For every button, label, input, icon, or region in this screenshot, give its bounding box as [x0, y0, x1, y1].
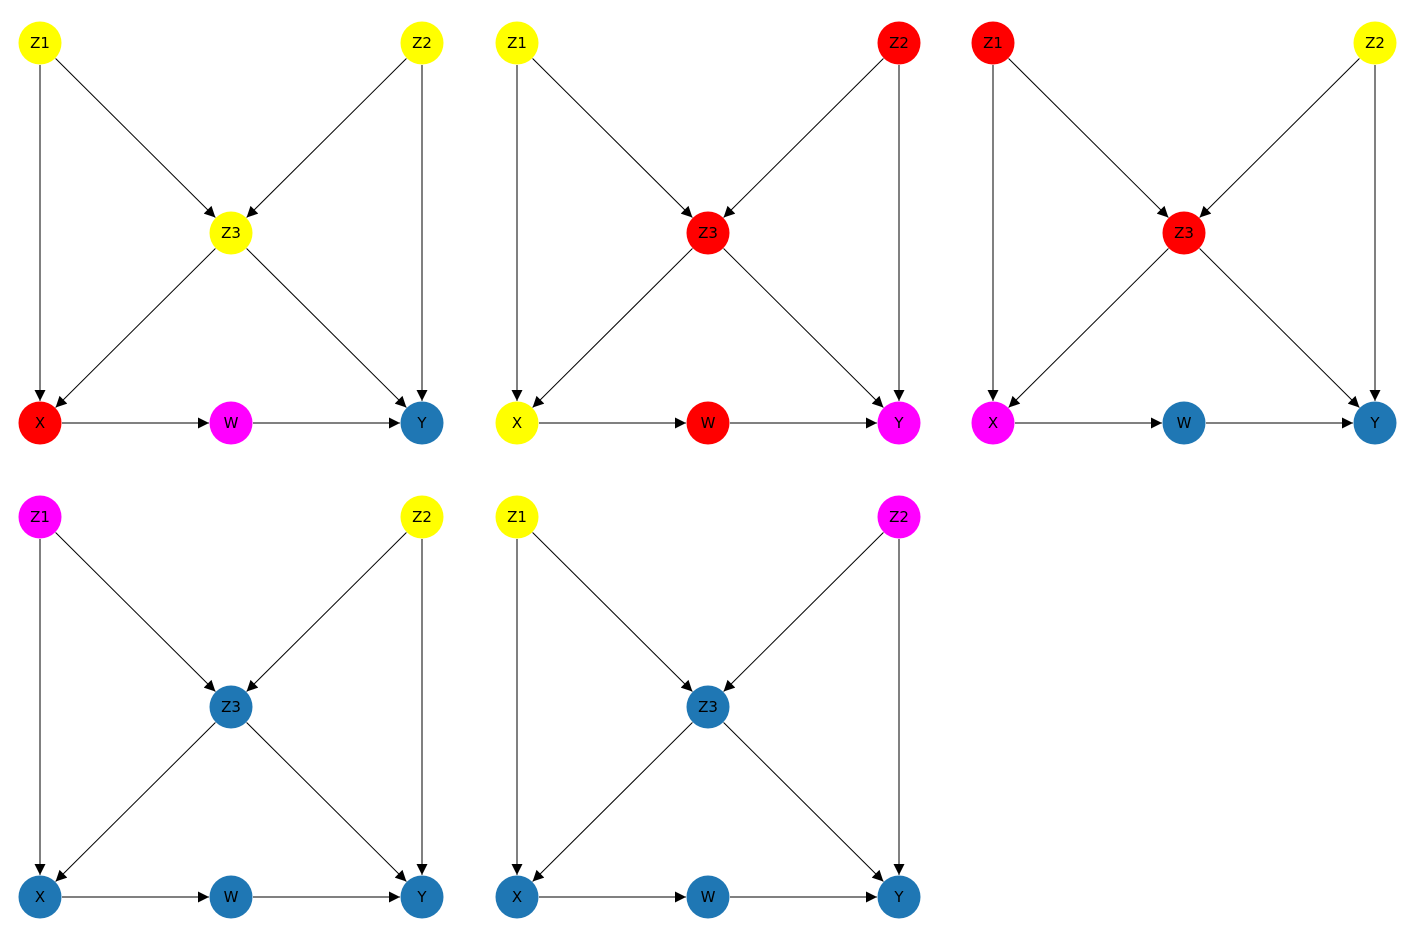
node-label-X: X	[988, 414, 998, 432]
node-Y	[400, 401, 444, 445]
node-W	[209, 875, 253, 919]
node-label-Y: Y	[893, 888, 904, 906]
node-label-W: W	[1177, 414, 1192, 432]
node-W	[1162, 401, 1206, 445]
node-Z3	[686, 211, 730, 255]
node-Z1	[971, 21, 1015, 65]
node-label-Z1: Z1	[507, 34, 527, 52]
node-label-Z3: Z3	[1174, 224, 1194, 242]
node-Z1	[495, 495, 539, 539]
edge-Z1-Z3	[55, 58, 216, 218]
edge-Z3-X	[1008, 248, 1169, 408]
node-W	[686, 875, 730, 919]
node-label-W: W	[224, 888, 239, 906]
node-label-Z1: Z1	[983, 34, 1003, 52]
node-Z3	[686, 685, 730, 729]
node-label-W: W	[701, 888, 716, 906]
node-X	[971, 401, 1015, 445]
edge-Z2-Z3	[246, 58, 407, 218]
node-Z2	[877, 495, 921, 539]
node-label-Y: Y	[1369, 414, 1380, 432]
node-label-Z3: Z3	[698, 224, 718, 242]
edge-Z3-Y	[723, 722, 884, 882]
node-label-W: W	[701, 414, 716, 432]
edge-Z3-Y	[246, 722, 407, 882]
edge-Z3-X	[55, 248, 216, 408]
node-Y	[400, 875, 444, 919]
node-Y	[877, 875, 921, 919]
node-X	[495, 401, 539, 445]
edge-Z1-Z3	[532, 58, 693, 218]
edge-Z1-Z3	[532, 532, 693, 692]
node-Z1	[495, 21, 539, 65]
edge-Z1-Z3	[55, 532, 216, 692]
node-label-Z3: Z3	[221, 698, 241, 716]
edge-Z3-X	[532, 248, 693, 408]
node-Z2	[400, 495, 444, 539]
node-label-Z2: Z2	[412, 508, 432, 526]
node-label-Z2: Z2	[889, 508, 909, 526]
node-Z2	[400, 21, 444, 65]
edge-Z3-Y	[723, 248, 884, 408]
node-label-W: W	[224, 414, 239, 432]
node-Z3	[209, 211, 253, 255]
node-label-Y: Y	[416, 414, 427, 432]
edge-Z2-Z3	[1199, 58, 1360, 218]
edge-Z2-Z3	[246, 532, 407, 692]
node-label-X: X	[35, 888, 45, 906]
node-X	[18, 875, 62, 919]
node-label-Z1: Z1	[30, 508, 50, 526]
node-label-X: X	[512, 888, 522, 906]
edge-Z3-Y	[1199, 248, 1360, 408]
edge-Z3-Y	[246, 248, 407, 408]
node-Z3	[209, 685, 253, 729]
node-label-Y: Y	[893, 414, 904, 432]
node-label-X: X	[35, 414, 45, 432]
node-W	[209, 401, 253, 445]
edge-Z2-Z3	[723, 58, 884, 218]
node-label-Z3: Z3	[221, 224, 241, 242]
node-label-Y: Y	[416, 888, 427, 906]
edge-Z2-Z3	[723, 532, 884, 692]
edge-Z3-X	[532, 722, 693, 882]
node-Z2	[1353, 21, 1397, 65]
node-label-Z2: Z2	[889, 34, 909, 52]
node-Z3	[1162, 211, 1206, 255]
node-label-Z2: Z2	[412, 34, 432, 52]
node-label-Z2: Z2	[1365, 34, 1385, 52]
node-W	[686, 401, 730, 445]
node-label-Z3: Z3	[698, 698, 718, 716]
node-Y	[1353, 401, 1397, 445]
node-label-X: X	[512, 414, 522, 432]
node-label-Z1: Z1	[30, 34, 50, 52]
edge-Z3-X	[55, 722, 216, 882]
node-X	[495, 875, 539, 919]
node-Z1	[18, 495, 62, 539]
node-Z1	[18, 21, 62, 65]
node-X	[18, 401, 62, 445]
node-Z2	[877, 21, 921, 65]
node-Y	[877, 401, 921, 445]
node-label-Z1: Z1	[507, 508, 527, 526]
edge-Z1-Z3	[1008, 58, 1169, 218]
